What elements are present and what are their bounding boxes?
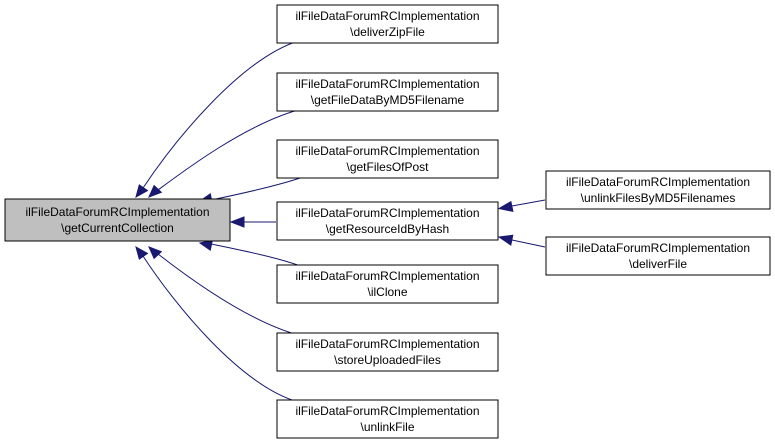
node-ilClone[interactable]: ilFileDataForumRCImplementation \ilClone — [276, 264, 499, 304]
node-storeUploadedFiles-line2: \storeUploadedFiles — [334, 353, 441, 367]
node-deliverZipFile-line2: \deliverZipFile — [350, 25, 425, 39]
node-unlinkFile-line2: \unlinkFile — [360, 420, 414, 434]
node-unlinkFilesByMD5Filenames-line1: ilFileDataForumRCImplementation — [566, 175, 750, 189]
node-unlinkFile[interactable]: ilFileDataForumRCImplementation \unlinkF… — [276, 399, 499, 439]
node-unlinkFile-line1: ilFileDataForumRCImplementation — [295, 404, 479, 418]
node-getFileDataByMD5Filename[interactable]: ilFileDataForumRCImplementation \getFile… — [276, 72, 499, 112]
node-getResourceIdByHash-line2: \getResourceIdByHash — [326, 222, 449, 236]
node-getFilesOfPost-line2: \getFilesOfPost — [346, 160, 429, 174]
node-getCurrentCollection-line1: ilFileDataForumRCImplementation — [25, 205, 209, 219]
node-storeUploadedFiles[interactable]: ilFileDataForumRCImplementation \storeUp… — [276, 332, 499, 372]
node-getCurrentCollection-line2: \getCurrentCollection — [61, 221, 174, 235]
node-deliverFile-line2: \deliverFile — [629, 257, 687, 271]
node-getFilesOfPost-line1: ilFileDataForumRCImplementation — [295, 144, 479, 158]
node-deliverZipFile[interactable]: ilFileDataForumRCImplementation \deliver… — [276, 4, 499, 44]
node-getResourceIdByHash-line1: ilFileDataForumRCImplementation — [295, 206, 479, 220]
node-storeUploadedFiles-line1: ilFileDataForumRCImplementation — [295, 337, 479, 351]
node-getFilesOfPost[interactable]: ilFileDataForumRCImplementation \getFile… — [276, 139, 499, 179]
node-deliverFile-line1: ilFileDataForumRCImplementation — [566, 241, 750, 255]
node-getCurrentCollection[interactable]: ilFileDataForumRCImplementation \getCurr… — [4, 198, 231, 242]
edge-ilClone — [198, 239, 304, 268]
edge-getFileDataByMD5Filename — [148, 109, 299, 198]
node-ilClone-line1: ilFileDataForumRCImplementation — [295, 269, 479, 283]
edge-deliverZipFile — [135, 40, 299, 199]
edge-getResourceIdByHash — [229, 216, 276, 228]
node-unlinkFilesByMD5Filenames[interactable]: ilFileDataForumRCImplementation \unlinkF… — [545, 170, 771, 210]
node-getResourceIdByHash[interactable]: ilFileDataForumRCImplementation \getReso… — [276, 201, 499, 241]
edge-storeUploadedFiles — [148, 246, 299, 336]
edge-unlinkFilesByMD5Filenames — [497, 199, 546, 213]
edge-deliverFile — [497, 234, 546, 248]
node-deliverFile[interactable]: ilFileDataForumRCImplementation \deliver… — [545, 236, 771, 276]
node-getFileDataByMD5Filename-line1: ilFileDataForumRCImplementation — [295, 77, 479, 91]
node-unlinkFilesByMD5Filenames-line2: \unlinkFilesByMD5Filenames — [581, 191, 736, 205]
edge-unlinkFile — [135, 245, 299, 403]
node-getFileDataByMD5Filename-line2: \getFileDataByMD5Filename — [311, 93, 465, 107]
node-deliverZipFile-line1: ilFileDataForumRCImplementation — [295, 9, 479, 23]
node-ilClone-line2: \ilClone — [367, 285, 407, 299]
